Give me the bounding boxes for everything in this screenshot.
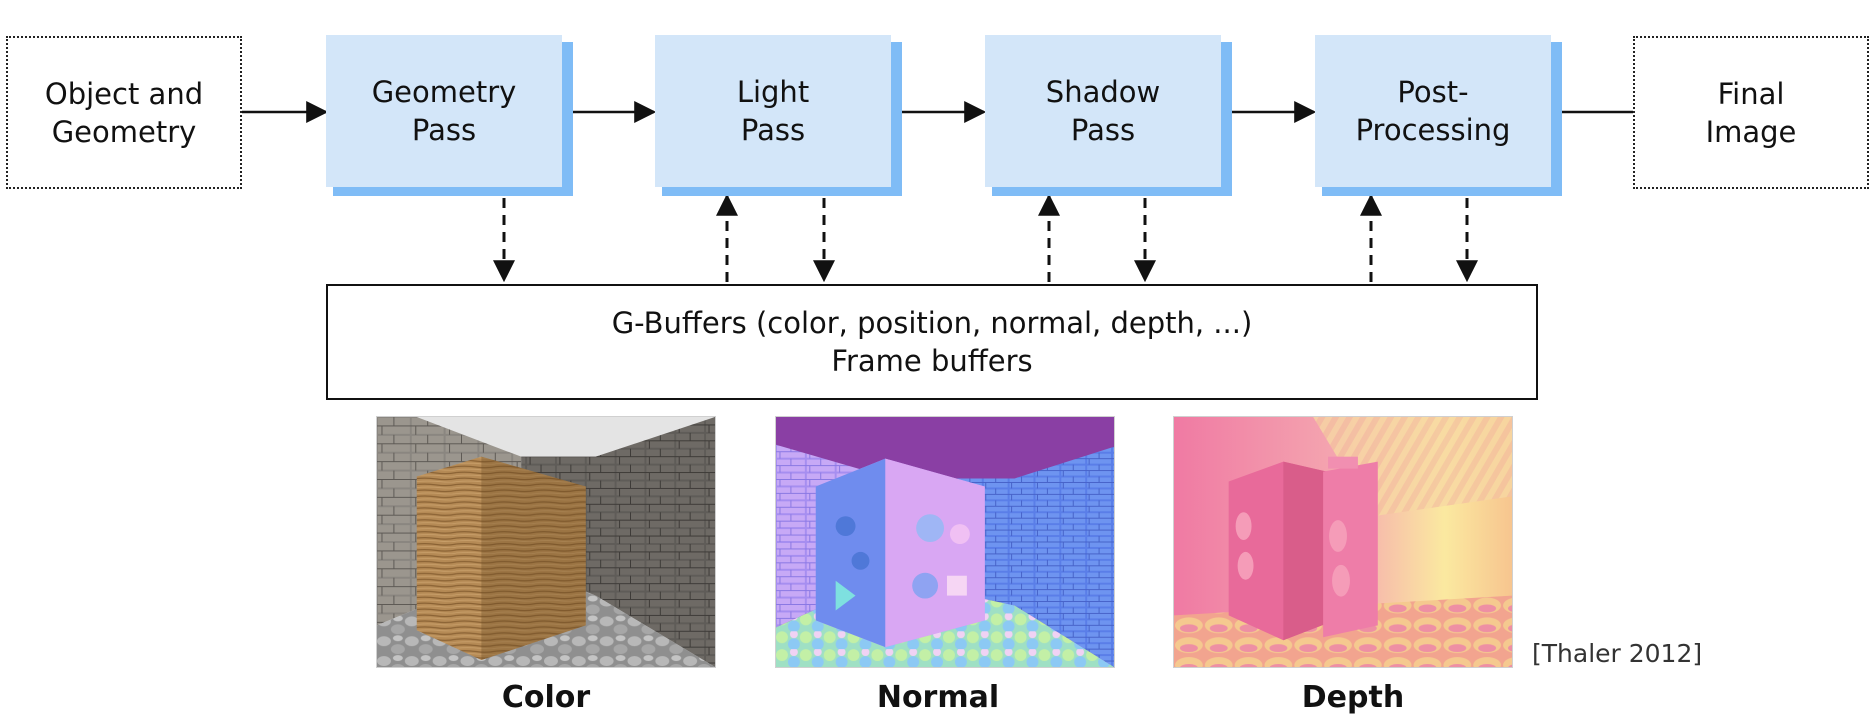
normal-caption: Normal [876, 680, 1000, 715]
input-node: Object and Geometry [6, 36, 242, 189]
normal-buffer-image [775, 416, 1115, 668]
color-caption: Color [501, 680, 591, 715]
gbuffers-line2: Frame buffers [831, 344, 1033, 378]
post-processing-label: Post- Processing [1355, 75, 1511, 147]
output-node: Final Image [1633, 36, 1869, 189]
citation-label: [Thaler 2012] [1532, 639, 1703, 668]
gbuffers-line1: G-Buffers (color, position, normal, dept… [611, 306, 1253, 340]
depth-caption: Depth [1301, 680, 1405, 715]
output-node-label: Final Image [1705, 76, 1797, 149]
shadow-pass-node: Shadow Pass [985, 35, 1221, 187]
shadow-pass-label: Shadow Pass [1045, 75, 1161, 147]
geometry-pass-node: Geometry Pass [326, 35, 562, 187]
gbuffers-box: G-Buffers (color, position, normal, dept… [326, 284, 1538, 400]
post-processing-node: Post- Processing [1315, 35, 1551, 187]
light-pass-label: Light Pass [736, 75, 810, 147]
input-node-label: Object and Geometry [44, 76, 204, 149]
color-buffer-image [376, 416, 716, 668]
geometry-pass-label: Geometry Pass [371, 75, 517, 147]
depth-buffer-image [1173, 416, 1513, 668]
light-pass-node: Light Pass [655, 35, 891, 187]
